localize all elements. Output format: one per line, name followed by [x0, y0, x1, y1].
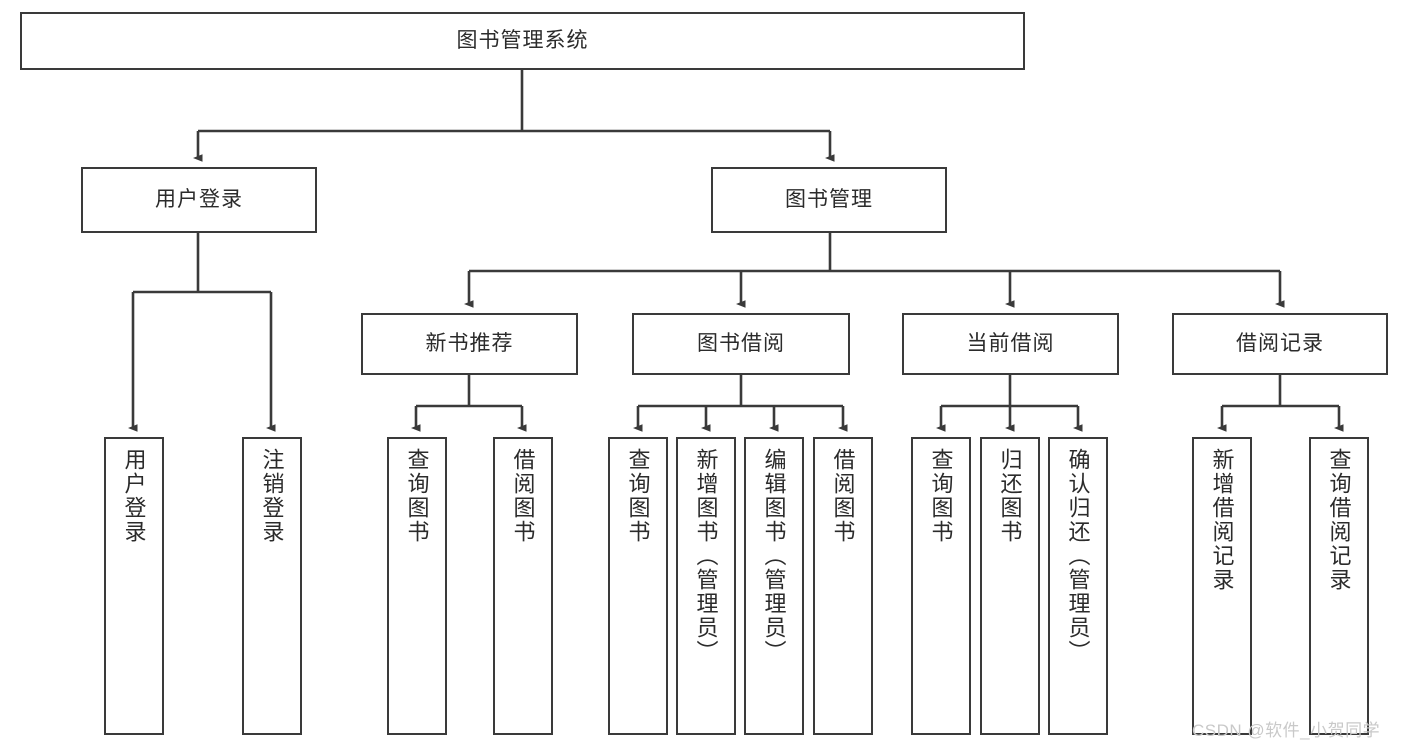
- node-leaf-confirm-return[interactable]: 确认归还（管理员）: [1048, 437, 1108, 735]
- node-current-borrow[interactable]: 当前借阅: [902, 313, 1119, 375]
- node-leaf-return-book[interactable]: 归还图书: [980, 437, 1040, 735]
- node-book-borrow[interactable]: 图书借阅: [632, 313, 850, 375]
- node-leaf-user-logout[interactable]: 注销登录: [242, 437, 302, 735]
- leaf-label: 查询借阅记录: [1326, 448, 1352, 592]
- node-leaf-borrow-book-2[interactable]: 借阅图书: [813, 437, 873, 735]
- leaf-label: 确认归还（管理员）: [1065, 448, 1091, 664]
- node-leaf-edit-book[interactable]: 编辑图书（管理员）: [744, 437, 804, 735]
- node-user-login[interactable]: 用户登录: [81, 167, 317, 233]
- node-borrow-record[interactable]: 借阅记录: [1172, 313, 1388, 375]
- leaf-label: 借阅图书: [830, 448, 856, 544]
- leaf-label: 编辑图书（管理员）: [761, 448, 787, 664]
- node-leaf-add-record[interactable]: 新增借阅记录: [1192, 437, 1252, 735]
- leaf-label: 新增借阅记录: [1209, 448, 1235, 592]
- leaf-label: 借阅图书: [510, 448, 536, 544]
- node-leaf-add-book[interactable]: 新增图书（管理员）: [676, 437, 736, 735]
- csdn-watermark: CSDN @软件_小贺同学: [1192, 721, 1381, 740]
- leaf-label: 查询图书: [928, 448, 954, 544]
- node-new-book-recommend[interactable]: 新书推荐: [361, 313, 578, 375]
- node-leaf-borrow-book-1[interactable]: 借阅图书: [493, 437, 553, 735]
- leaf-label: 查询图书: [625, 448, 651, 544]
- node-leaf-query-book-3[interactable]: 查询图书: [911, 437, 971, 735]
- node-leaf-query-book-2[interactable]: 查询图书: [608, 437, 668, 735]
- node-book-manage[interactable]: 图书管理: [711, 167, 947, 233]
- node-leaf-query-record[interactable]: 查询借阅记录: [1309, 437, 1369, 735]
- node-root-system[interactable]: 图书管理系统: [20, 12, 1025, 70]
- leaf-label: 归还图书: [997, 448, 1023, 544]
- node-leaf-user-login[interactable]: 用户登录: [104, 437, 164, 735]
- leaf-label: 注销登录: [259, 448, 285, 544]
- leaf-label: 用户登录: [121, 448, 147, 544]
- leaf-label: 新增图书（管理员）: [693, 448, 719, 664]
- leaf-label: 查询图书: [404, 448, 430, 544]
- node-leaf-query-book-1[interactable]: 查询图书: [387, 437, 447, 735]
